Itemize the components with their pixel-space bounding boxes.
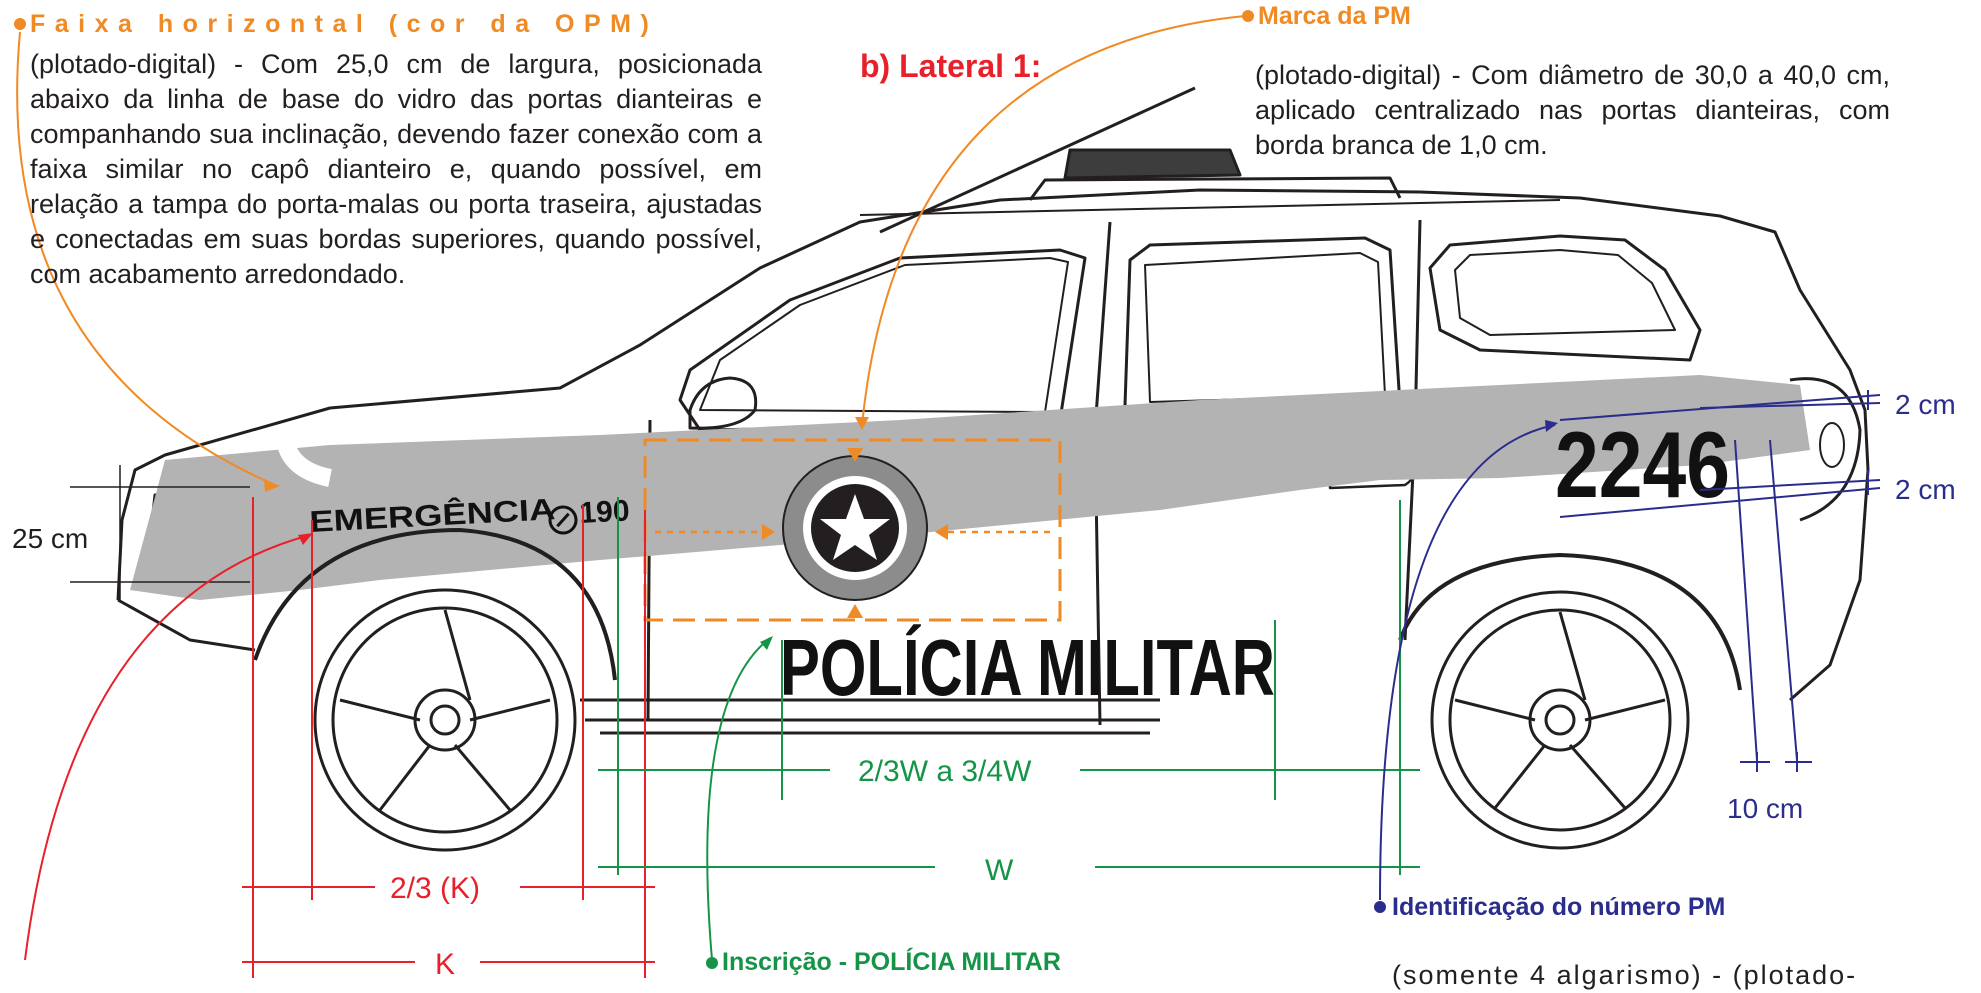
marca-description: (plotado-digital) - Com diâmetro de 30,0… (1255, 60, 1890, 160)
faixa-bullet-icon (14, 18, 26, 30)
bottom-gap-label: 2 cm (1895, 474, 1956, 505)
band-height-dimension (70, 465, 250, 600)
blue-leader-line (1379, 424, 1556, 901)
red-leader-line (24, 534, 311, 961)
rear-wheel (1398, 552, 1742, 850)
marca-bullet-icon (1242, 10, 1254, 22)
horizontal-stripe (130, 375, 1810, 600)
identificacao-heading: Identificação do número PM (1392, 893, 1726, 921)
green-leader-line (706, 637, 771, 961)
k-label: K (435, 948, 455, 981)
inscricao-bullet-icon (706, 957, 718, 969)
top-gap-label: 2 cm (1895, 389, 1956, 420)
band-height-label: 25 cm (12, 523, 88, 554)
marca-heading: Marca da PM (1258, 2, 1411, 30)
vehicle-number-text: 2246 (1555, 412, 1730, 517)
stripe-highlight (276, 437, 333, 487)
w-label: W (985, 854, 1014, 887)
star-icon (820, 494, 890, 560)
offset-label: 10 cm (1727, 793, 1803, 824)
w-dimension (598, 497, 1420, 875)
two-thirds-w-label: 2/3W a 3/4W (858, 755, 1032, 788)
phone-icon (548, 505, 578, 535)
identificacao-description: (somente 4 algarismo) - (plotado- (1392, 960, 1858, 990)
phone-number-text: 190 (579, 494, 631, 530)
section-title: b) Lateral 1: (860, 48, 1042, 84)
inscricao-label: Inscrição - POLÍCIA MILITAR (722, 948, 1061, 976)
identificacao-bullet-icon (1374, 901, 1386, 913)
k-dimension (242, 497, 655, 978)
number-dimension (1559, 390, 1881, 772)
marca-leader-line (861, 15, 1246, 426)
two-thirds-k-label: 2/3 (K) (390, 872, 480, 905)
policia-militar-text: POLÍCIA MILITAR (780, 623, 1275, 712)
front-wheel (253, 527, 617, 852)
faixa-description: (plotado-digital) - Com 25,0 cm de largu… (30, 49, 762, 289)
faixa-leader-line (16, 31, 276, 486)
pm-emblem (782, 455, 928, 601)
faixa-heading: Faixa horizontal (cor da OPM) (30, 10, 659, 38)
